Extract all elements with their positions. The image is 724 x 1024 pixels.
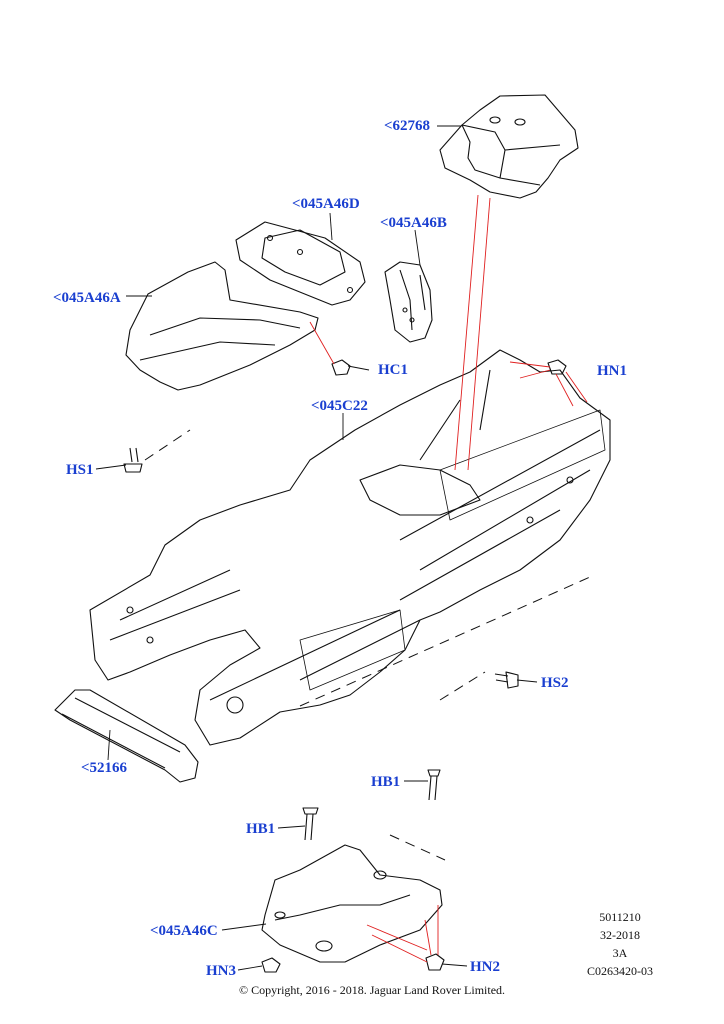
part-HN3-nut[interactable] — [261, 957, 281, 973]
part-HC1-clip[interactable] — [331, 359, 351, 376]
callout-045A46D[interactable]: <045A46D — [292, 196, 360, 212]
part-045A46A-tray[interactable] — [125, 261, 319, 391]
callout-045A46C[interactable]: <045A46C — [150, 923, 218, 939]
callout-045A46B[interactable]: <045A46B — [380, 215, 447, 231]
callout-HB1-lower[interactable]: HB1 — [246, 821, 276, 837]
callout-HN3[interactable]: HN3 — [206, 963, 236, 979]
part-HB1-bolt-upper[interactable] — [427, 769, 441, 801]
red-connection-lines — [309, 194, 588, 963]
part-52166-rail[interactable] — [54, 689, 199, 783]
callout-62768[interactable]: <62768 — [384, 118, 431, 134]
part-HN1-nut[interactable] — [547, 359, 567, 375]
part-62768-cover[interactable] — [439, 94, 579, 199]
callout-HN1[interactable]: HN1 — [597, 363, 627, 379]
callout-HN2[interactable]: HN2 — [470, 959, 500, 975]
callout-HS2[interactable]: HS2 — [541, 675, 569, 691]
assembly-dashed-guides — [144, 429, 591, 861]
copyright-notice: © Copyright, 2016 - 2018. Jaguar Land Ro… — [238, 983, 506, 997]
part-045C22-console-frame[interactable] — [89, 349, 611, 746]
part-HS1-screw[interactable] — [123, 447, 143, 473]
meta-date: 32-2018 — [600, 928, 640, 942]
meta-code-1: 5011210 — [599, 910, 641, 924]
part-HS2-screw[interactable] — [494, 671, 519, 689]
part-045A46B-bracket[interactable] — [384, 261, 433, 343]
callout-HS1[interactable]: HS1 — [66, 462, 94, 478]
callout-HB1-upper[interactable]: HB1 — [371, 774, 401, 790]
meta-revision: 3A — [612, 946, 628, 960]
part-045A46D-bracket[interactable] — [235, 221, 366, 306]
leader-lines — [95, 125, 538, 971]
meta-drawing-number: C0263420-03 — [587, 964, 653, 978]
callout-HC1[interactable]: HC1 — [378, 362, 408, 378]
part-HB1-bolt-lower[interactable] — [302, 807, 319, 841]
callout-045C22[interactable]: <045C22 — [311, 398, 368, 414]
part-HN2-nut[interactable] — [425, 953, 445, 971]
callout-045A46A[interactable]: <045A46A — [53, 290, 121, 306]
part-045A46C-bracket[interactable] — [261, 844, 443, 963]
callout-52166[interactable]: <52166 — [81, 760, 128, 776]
